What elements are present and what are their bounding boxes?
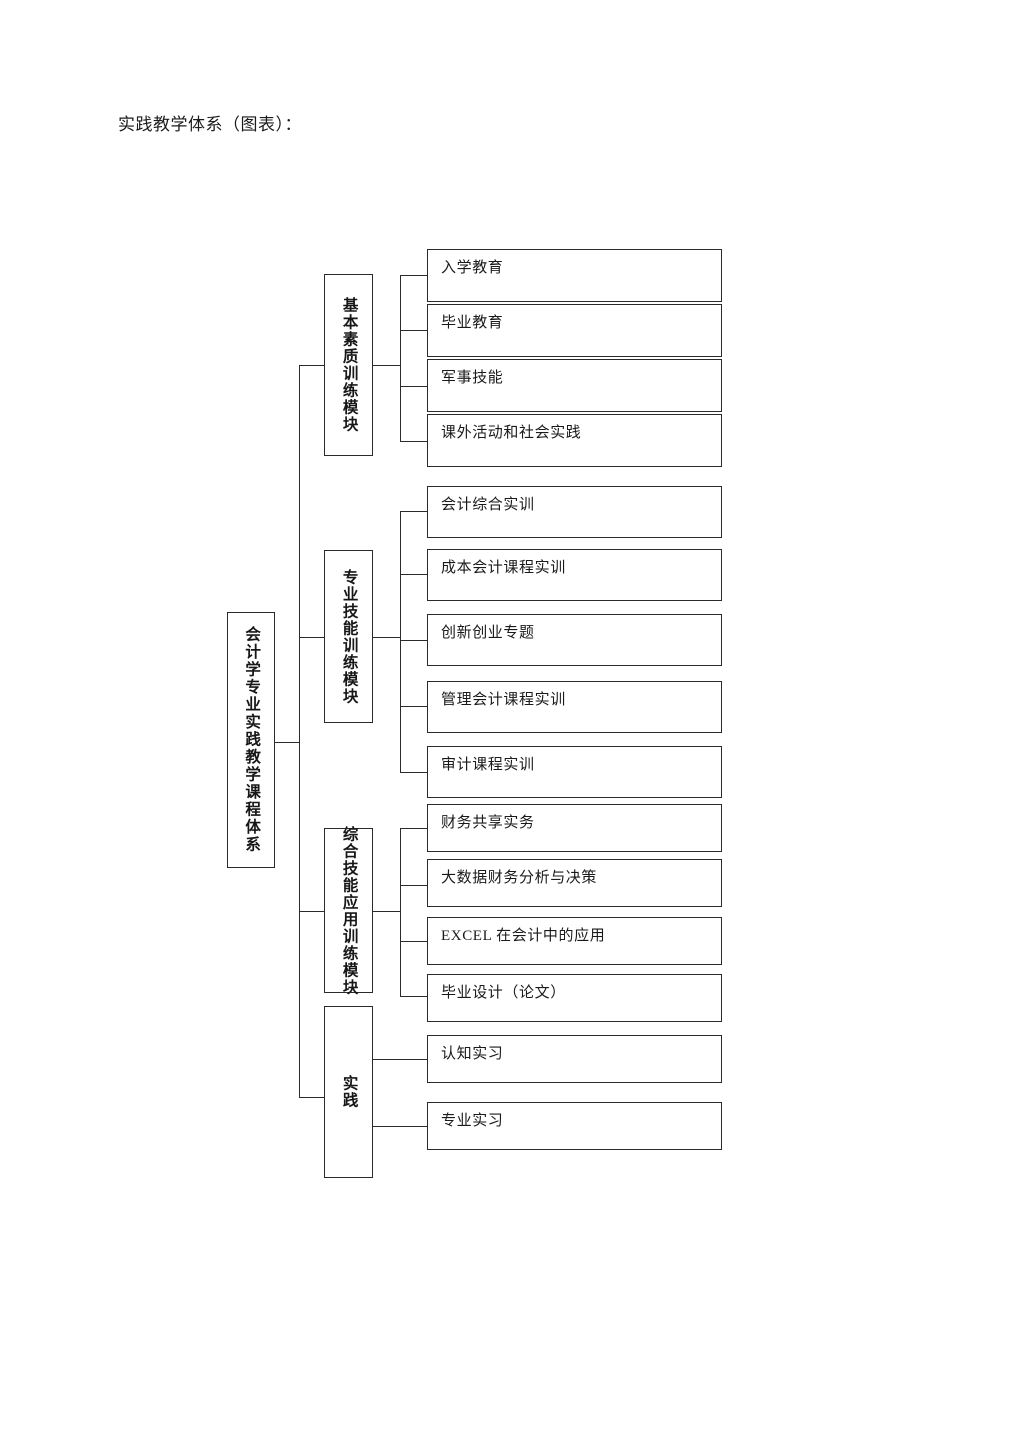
leaf-node-1-2[interactable]: 毕业教育 [427, 304, 722, 357]
leaf-node-3-1[interactable]: 财务共享实务 [427, 804, 722, 852]
module-node-3[interactable]: 综合技能应用训练模块 [324, 825, 373, 996]
leaf-node-3-1-label: 财务共享实务 [441, 815, 535, 831]
connector-leaf-3-3 [400, 941, 428, 942]
connector-main-spine [299, 365, 300, 1098]
leaf-node-2-1-label: 会计综合实训 [441, 497, 535, 513]
leaf-node-1-1-label: 入学教育 [441, 260, 504, 276]
connector-spine-to-module-4 [299, 1097, 325, 1098]
module-node-2-label: 专业技能训练模块 [340, 568, 358, 705]
leaf-node-3-2[interactable]: 大数据财务分析与决策 [427, 859, 722, 907]
leaf-node-3-3[interactable]: EXCEL 在会计中的应用 [427, 917, 722, 965]
leaf-node-2-5[interactable]: 审计课程实训 [427, 746, 722, 798]
root-node[interactable]: 会计学专业实践教学课程体系 [227, 612, 275, 868]
leaf-node-2-2[interactable]: 成本会计课程实训 [427, 549, 722, 601]
leaf-node-2-3[interactable]: 创新创业专题 [427, 614, 722, 666]
connector-leaf-2-2 [400, 574, 428, 575]
module-node-3-label: 综合技能应用训练模块 [340, 825, 358, 996]
module-node-4[interactable]: 实践 [324, 1006, 373, 1178]
leaf-node-1-3[interactable]: 军事技能 [427, 359, 722, 412]
connector-leaf-2-5 [400, 772, 428, 773]
connector-leaf-2-4 [400, 706, 428, 707]
leaf-node-3-4-label: 毕业设计（论文） [441, 985, 566, 1001]
connector-leaf-spine-1 [400, 275, 401, 441]
leaf-node-4-2-label: 专业实习 [441, 1113, 504, 1129]
connector-leaf-1-2 [400, 330, 428, 331]
connector-leaf-4-2 [373, 1126, 428, 1127]
connector-leaf-3-2 [400, 885, 428, 886]
connector-leaf-1-1 [400, 275, 428, 276]
connector-leaf-1-4 [400, 441, 428, 442]
module-node-1[interactable]: 基本素质训练模块 [324, 274, 373, 456]
leaf-node-4-1-label: 认知实习 [441, 1046, 504, 1062]
connector-spine-to-module-2 [299, 637, 325, 638]
leaf-node-2-1[interactable]: 会计综合实训 [427, 486, 722, 538]
root-node-label: 会计学专业实践教学课程体系 [243, 626, 261, 854]
leaf-node-1-4[interactable]: 课外活动和社会实践 [427, 414, 722, 467]
connector-leaf-2-1 [400, 511, 428, 512]
module-node-4-label: 实践 [340, 1075, 358, 1109]
leaf-node-1-2-label: 毕业教育 [441, 315, 504, 331]
leaf-node-3-2-label: 大数据财务分析与决策 [441, 870, 598, 886]
connector-leaf-spine-3 [400, 828, 401, 997]
page-title: 实践教学体系（图表）： [118, 115, 302, 134]
leaf-node-4-1[interactable]: 认知实习 [427, 1035, 722, 1083]
connector-spine-to-module-1 [299, 365, 325, 366]
module-node-1-label: 基本素质训练模块 [340, 297, 358, 433]
leaf-node-2-2-label: 成本会计课程实训 [441, 560, 566, 576]
connector-module-1-stem [373, 365, 401, 366]
leaf-node-1-3-label: 军事技能 [441, 370, 504, 386]
connector-leaf-1-3 [400, 386, 428, 387]
connector-leaf-2-3 [400, 640, 428, 641]
connector-leaf-4-1 [373, 1059, 428, 1060]
connector-module-3-stem [373, 911, 401, 912]
leaf-node-4-2[interactable]: 专业实习 [427, 1102, 722, 1150]
connector-leaf-spine-2 [400, 511, 401, 773]
connector-leaf-3-1 [400, 828, 428, 829]
connector-leaf-3-4 [400, 996, 428, 997]
leaf-node-2-4-label: 管理会计课程实训 [441, 692, 566, 708]
connector-root-stem [275, 742, 300, 743]
leaf-node-2-4[interactable]: 管理会计课程实训 [427, 681, 722, 733]
module-node-2[interactable]: 专业技能训练模块 [324, 550, 373, 723]
leaf-node-1-1[interactable]: 入学教育 [427, 249, 722, 302]
leaf-node-2-5-label: 审计课程实训 [441, 757, 535, 773]
leaf-node-3-4[interactable]: 毕业设计（论文） [427, 974, 722, 1022]
leaf-node-1-4-label: 课外活动和社会实践 [441, 425, 582, 441]
connector-spine-to-module-3 [299, 911, 325, 912]
leaf-node-3-3-label: EXCEL 在会计中的应用 [441, 928, 606, 944]
connector-module-2-stem [373, 637, 401, 638]
leaf-node-2-3-label: 创新创业专题 [441, 625, 535, 641]
